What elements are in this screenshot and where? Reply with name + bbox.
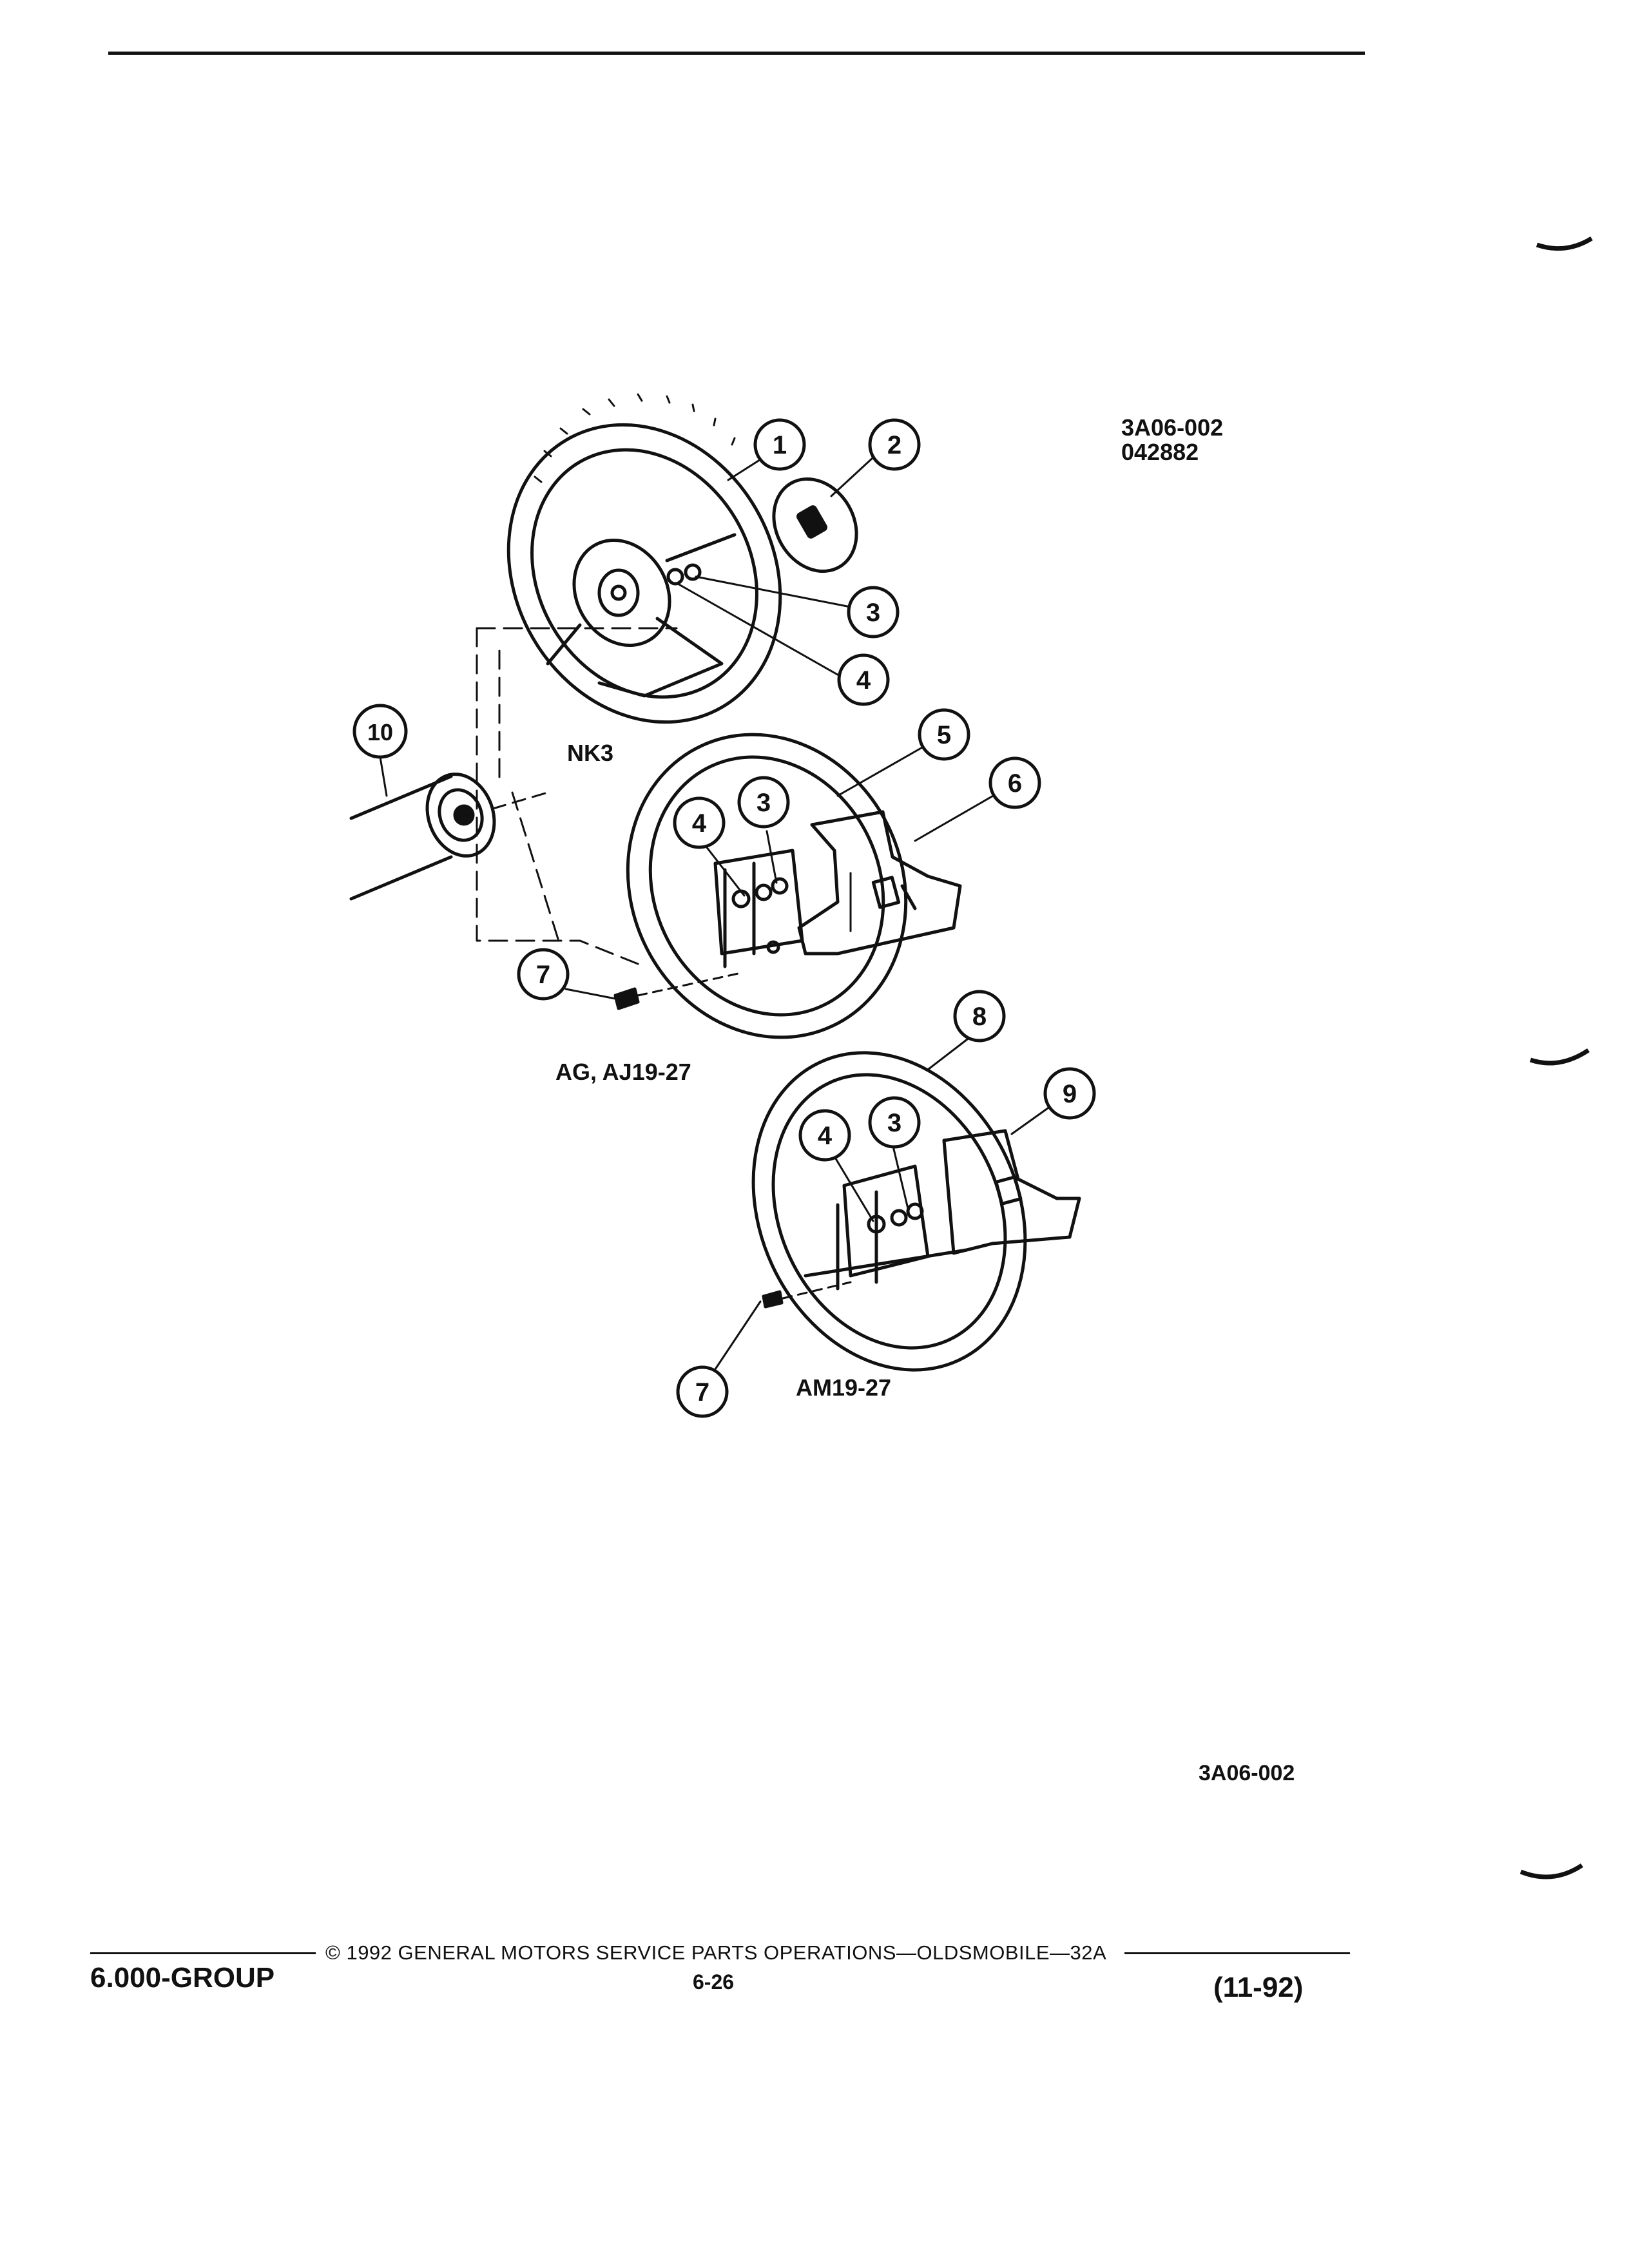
svg-text:7: 7: [695, 1378, 709, 1407]
svg-text:4: 4: [818, 1122, 833, 1150]
svg-text:8: 8: [972, 1003, 987, 1031]
figure-id: 3A06-002: [1199, 1761, 1295, 1785]
callout-3b: 3: [737, 776, 790, 829]
footer-date: (11-92): [1213, 1972, 1304, 2003]
horn-pad-am: [942, 1129, 1081, 1255]
steering-wheel-ag-aj: [626, 733, 908, 1039]
callout-8: 8: [953, 990, 1006, 1043]
leader-lines: [379, 456, 1058, 1370]
callout-6: 6: [988, 756, 1041, 809]
steering-wheel-nk3: [506, 393, 782, 724]
callout-3: 3: [847, 586, 900, 639]
callout-1: 1: [753, 418, 806, 471]
callout-7b: 7: [676, 1365, 729, 1418]
callout-3c: 3: [868, 1096, 921, 1149]
callout-9: 9: [1043, 1067, 1096, 1120]
svg-text:9: 9: [1063, 1080, 1077, 1108]
callout-4: 4: [837, 653, 890, 706]
model-label-ag-aj: AG, AJ19-27: [555, 1059, 691, 1085]
callout-10: 10: [352, 704, 408, 759]
callout-4b: 4: [673, 796, 726, 849]
footer-page-number: 6-26: [693, 1970, 735, 1994]
horn-pad-ag-aj: [797, 810, 962, 956]
svg-text:5: 5: [937, 721, 951, 749]
footer-rule-left: [90, 1952, 316, 1954]
svg-text:3: 3: [757, 789, 771, 817]
top-rule: [108, 52, 1365, 55]
callout-4c: 4: [798, 1109, 851, 1162]
svg-text:7: 7: [536, 961, 550, 989]
reference-code: 3A06-002 042882: [1121, 416, 1223, 465]
callout-5: 5: [918, 708, 970, 761]
binding-marks: [1519, 236, 1593, 1879]
footer-group: 6.000-GROUP: [90, 1962, 275, 1994]
reference-code-line2: 042882: [1121, 438, 1199, 465]
model-label-am: AM19-27: [796, 1374, 892, 1401]
svg-text:3: 3: [887, 1109, 901, 1137]
model-label-nk3: NK3: [567, 740, 614, 766]
callout-2: 2: [868, 418, 921, 471]
svg-text:2: 2: [887, 431, 901, 459]
footer-rule-right: [1124, 1952, 1350, 1954]
svg-text:4: 4: [692, 809, 707, 838]
svg-text:10: 10: [367, 719, 393, 745]
steering-wheel-am: [751, 1051, 1027, 1372]
screw-am: [762, 1281, 852, 1309]
horn-pad: [772, 477, 858, 573]
svg-text:6: 6: [1008, 769, 1022, 798]
reference-code-line1: 3A06-002: [1121, 414, 1224, 441]
steering-column: [349, 773, 549, 901]
svg-text:4: 4: [856, 666, 871, 695]
svg-text:1: 1: [773, 431, 787, 459]
screw: [613, 972, 742, 1010]
callout-7: 7: [517, 948, 570, 1001]
svg-text:3: 3: [866, 599, 880, 627]
footer-copyright: © 1992 GENERAL MOTORS SERVICE PARTS OPER…: [325, 1941, 1107, 1964]
